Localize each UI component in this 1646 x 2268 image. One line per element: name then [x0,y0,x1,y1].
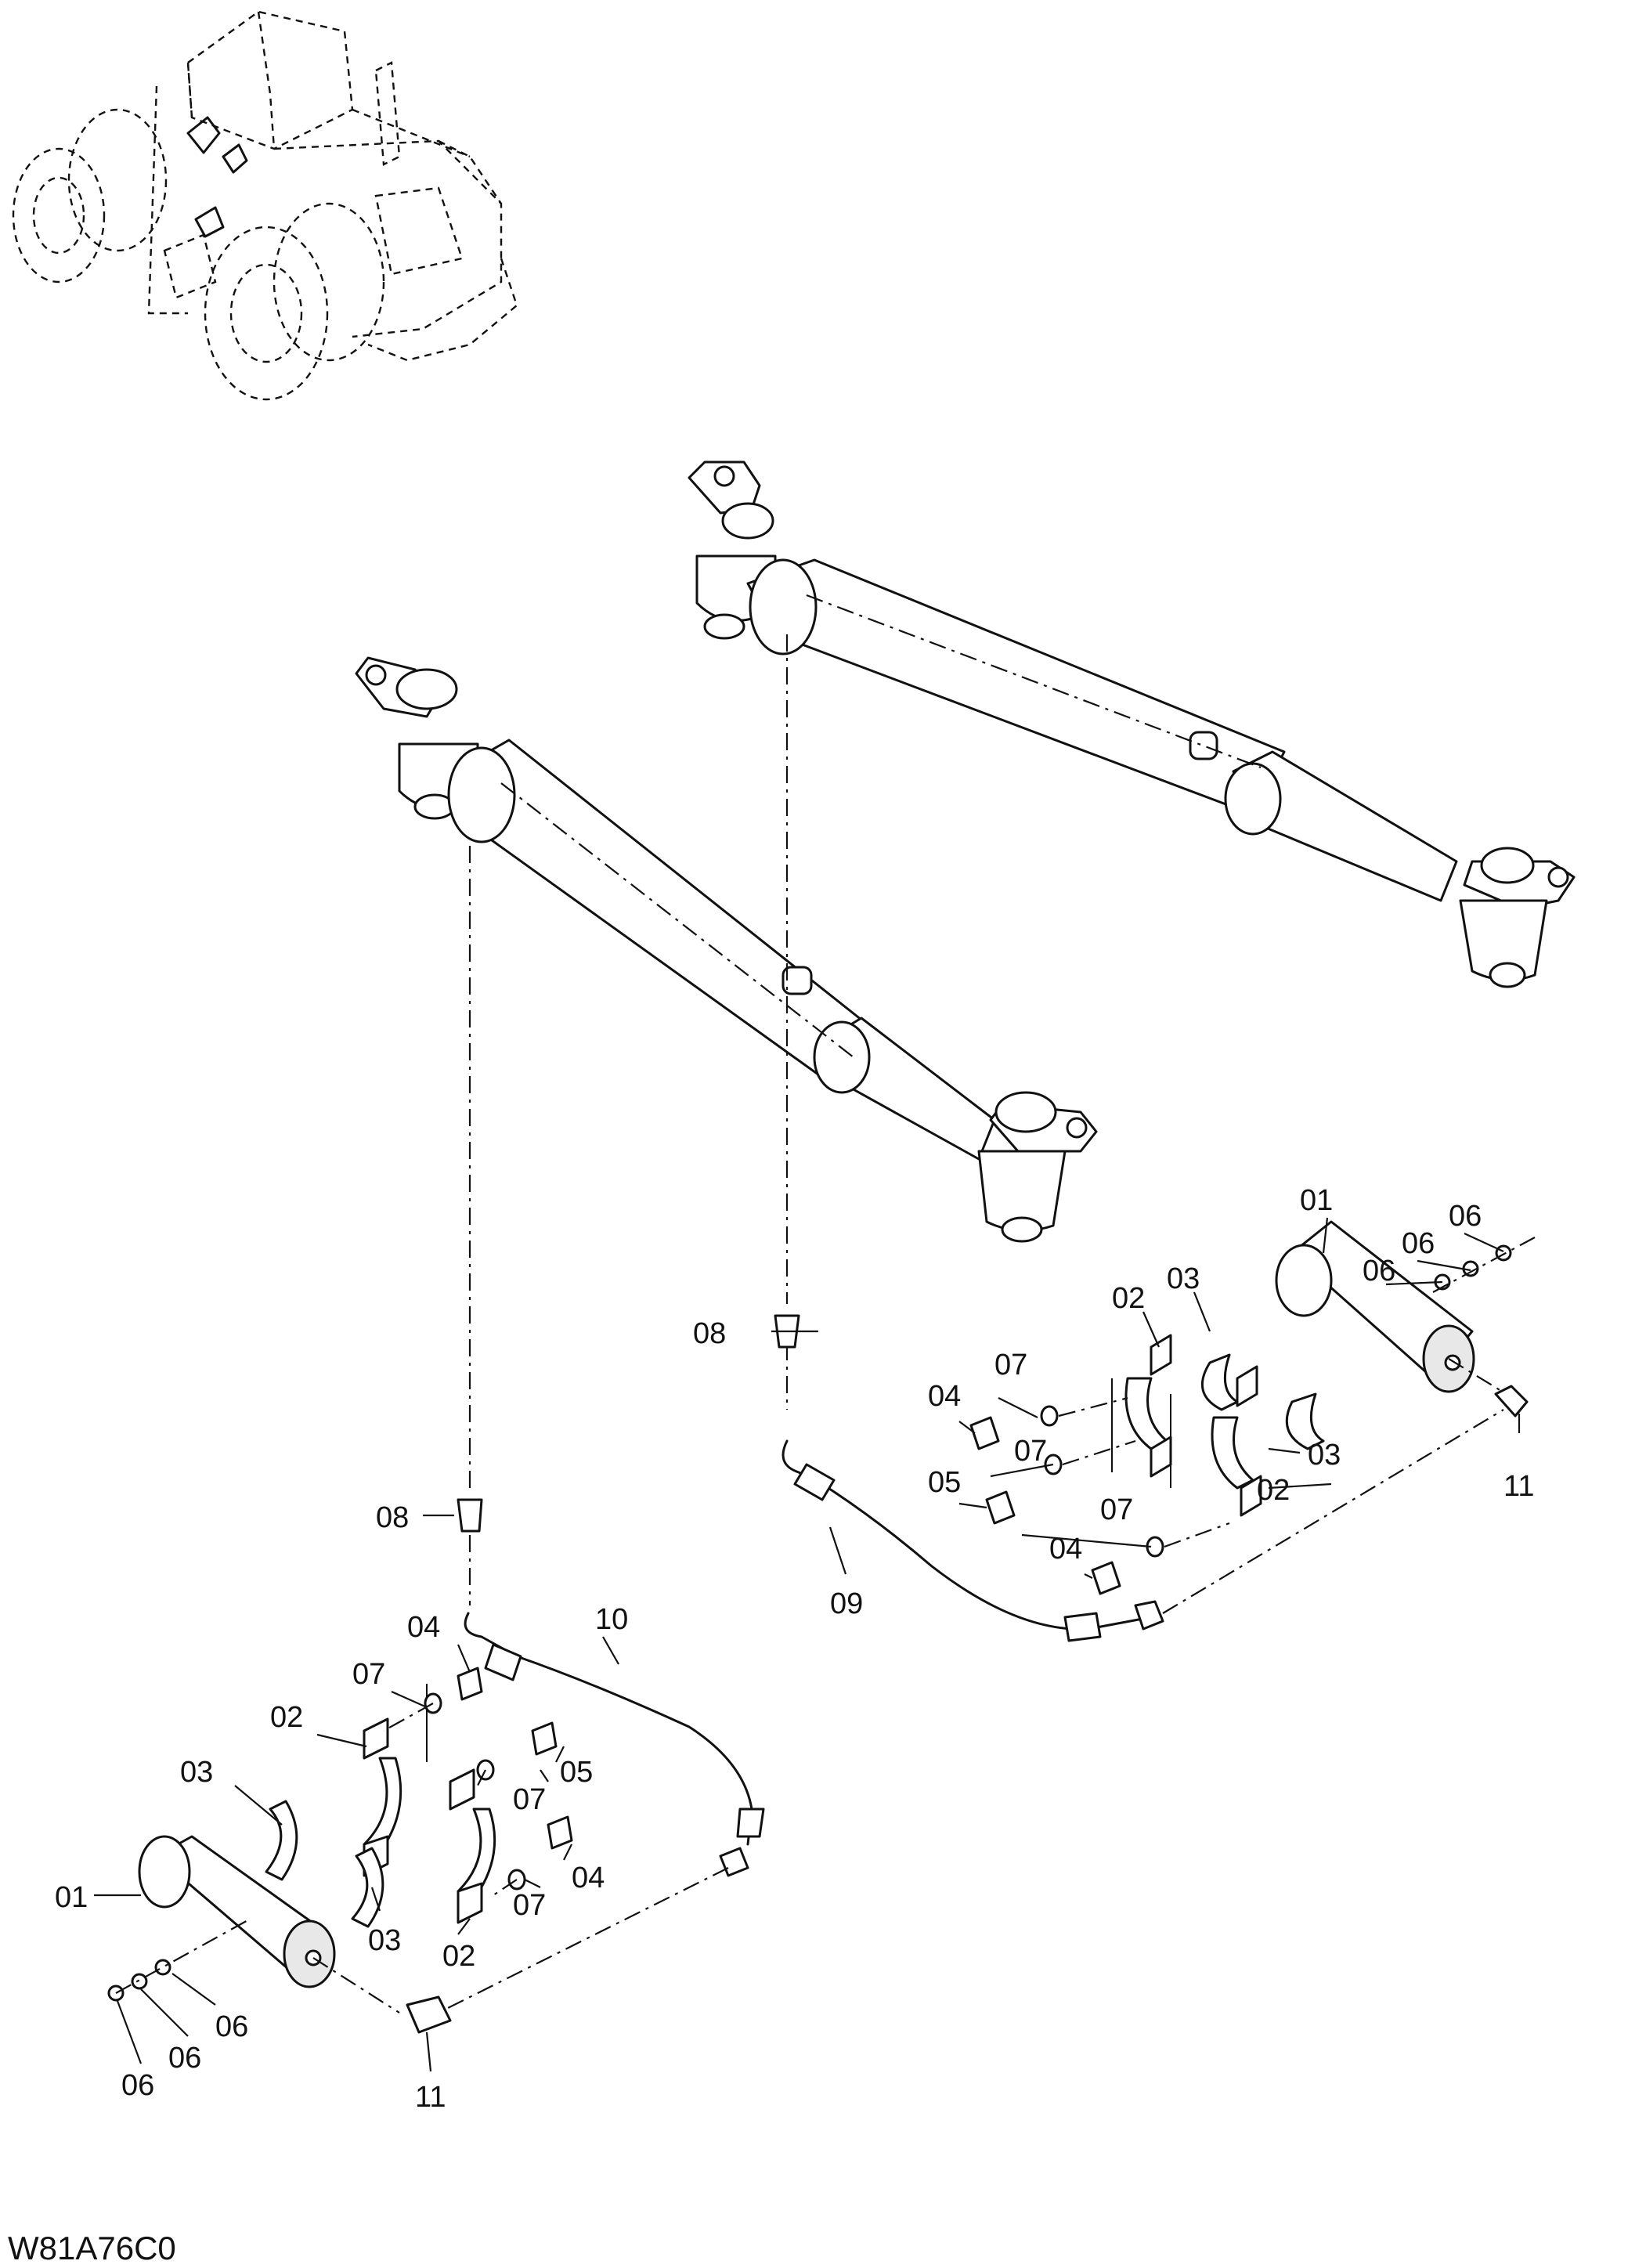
callout-04: 04 [1049,1533,1082,1566]
callouts-upper: 01 06 06 06 02 03 07 04 07 05 07 04 03 0… [693,1184,1534,1620]
callout-06: 06 [1363,1255,1395,1287]
callout-03: 03 [1308,1439,1341,1472]
callout-06: 06 [1449,1200,1482,1233]
callout-10: 10 [595,1603,628,1636]
callout-07: 07 [352,1658,385,1691]
callout-07: 07 [513,1889,546,1922]
callout-03: 03 [180,1756,213,1789]
callout-07: 07 [1100,1493,1133,1526]
callout-06: 06 [215,2010,248,2043]
callout-05: 05 [928,1466,961,1499]
callout-02: 02 [1257,1474,1290,1507]
callout-11: 11 [1503,1470,1534,1503]
callout-07: 07 [1014,1435,1047,1468]
leader-lines [94,1217,1521,2072]
vehicle-overview [12,10,518,401]
diagram-code: W81A76C0 [8,2230,176,2266]
callout-07: 07 [994,1349,1027,1381]
callout-03: 03 [1167,1262,1200,1295]
callout-09: 09 [830,1587,863,1620]
accumulator-assembly-lower [107,1667,573,2034]
callout-02: 02 [442,1940,475,1973]
callout-05: 05 [560,1756,593,1789]
callout-04: 04 [572,1862,605,1894]
callout-01: 01 [1300,1184,1333,1217]
callout-06: 06 [168,2042,201,2075]
callout-08: 08 [693,1317,726,1350]
callout-06: 06 [1402,1227,1435,1260]
callout-08: 08 [376,1501,409,1534]
hose-09 [774,1314,1504,1642]
callout-02: 02 [270,1701,303,1734]
steering-cylinder-lower [355,656,1098,1243]
callout-04: 04 [928,1380,961,1413]
callout-11: 11 [415,2081,446,2114]
callout-06: 06 [121,2069,154,2102]
callouts-lower: 08 10 04 07 02 03 05 07 04 07 01 03 02 0… [55,1501,628,2114]
callout-01: 01 [55,1881,88,1914]
callout-03: 03 [368,1924,401,1957]
steering-cylinder-upper [688,460,1576,988]
hose-10 [438,1498,765,2013]
callout-02: 02 [1112,1282,1145,1315]
callout-07: 07 [513,1783,546,1816]
callout-04: 04 [407,1611,440,1644]
